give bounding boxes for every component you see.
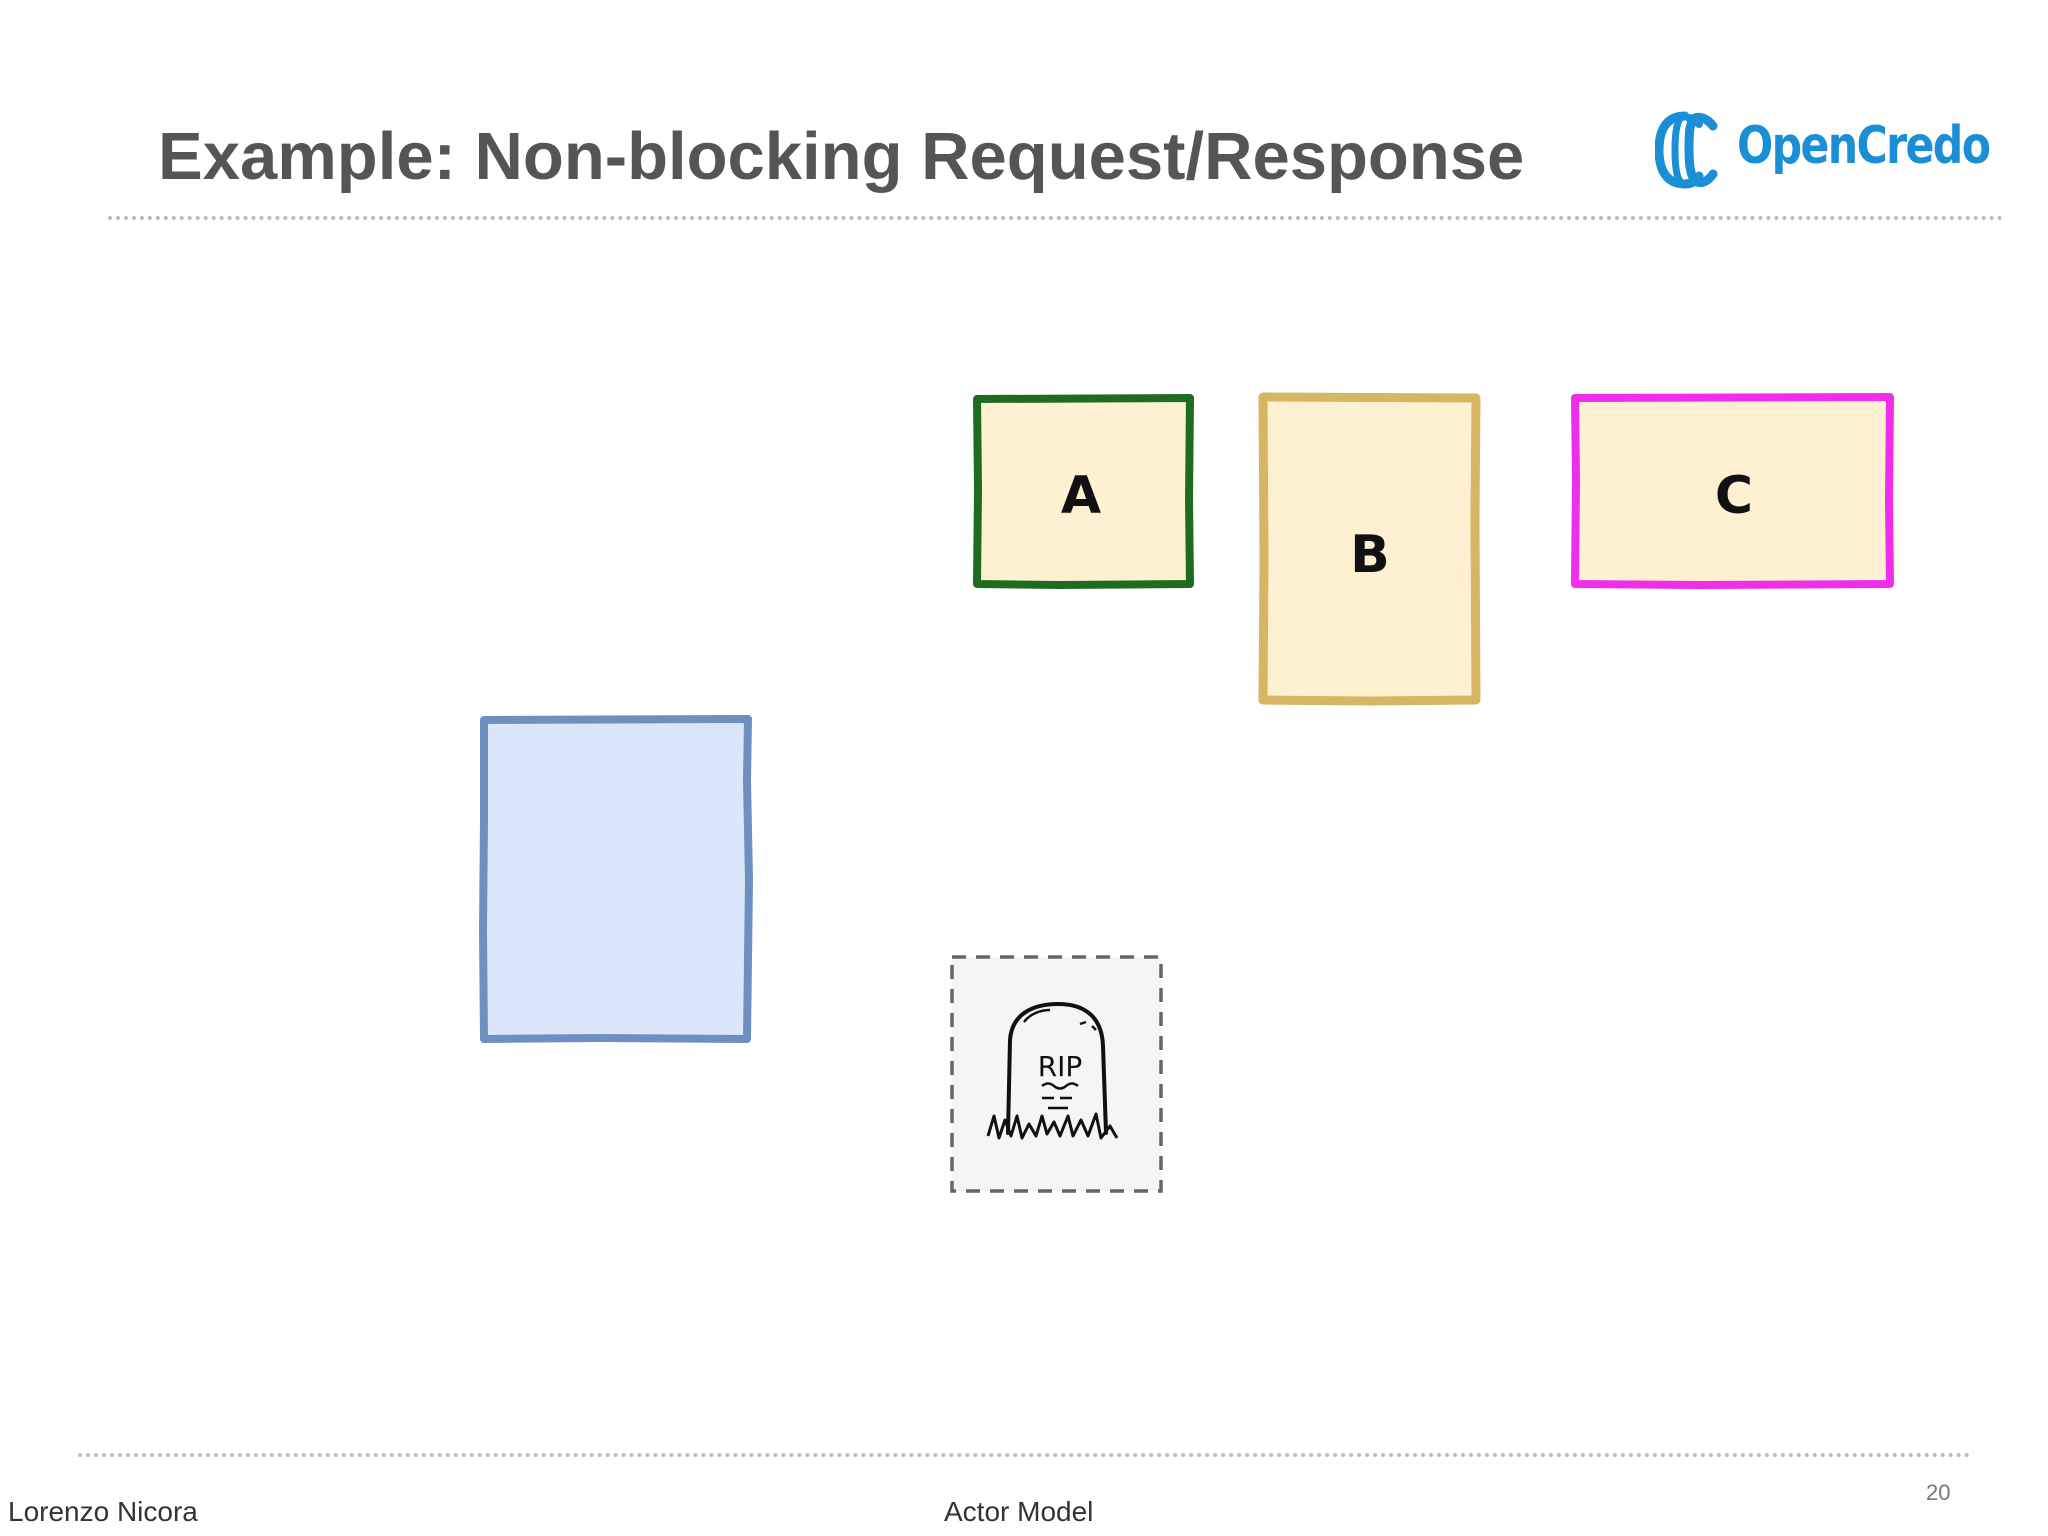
rip-text: RIP — [1038, 1050, 1083, 1083]
slide-title: Example: Non-blocking Request/Response — [158, 119, 1525, 194]
logo-text: OpenCredo — [1737, 116, 1991, 176]
actor-c-label: C — [1715, 466, 1753, 526]
opencredo-logo-icon — [1655, 111, 1718, 189]
actor-a[interactable]: A — [973, 394, 1194, 589]
actor-b[interactable]: B — [1258, 392, 1481, 706]
actor-client — [479, 715, 753, 1043]
terminated-actor: RIP — [950, 955, 1163, 1193]
opencredo-logo: OpenCredo — [1655, 110, 1991, 190]
footer-author: Lorenzo Nicora — [8, 1496, 198, 1527]
actor-diagram: A B C RIP — [479, 392, 1894, 1193]
page-number: 20 — [1926, 1480, 1951, 1505]
actor-a-label: A — [1061, 466, 1101, 526]
actor-b-label: B — [1350, 525, 1390, 585]
footer-divider — [78, 1453, 1971, 1457]
tombstone-icon: RIP — [986, 1001, 1119, 1140]
footer-topic: Actor Model — [944, 1496, 1094, 1527]
actor-c[interactable]: C — [1571, 393, 1894, 589]
title-divider — [108, 216, 2004, 220]
